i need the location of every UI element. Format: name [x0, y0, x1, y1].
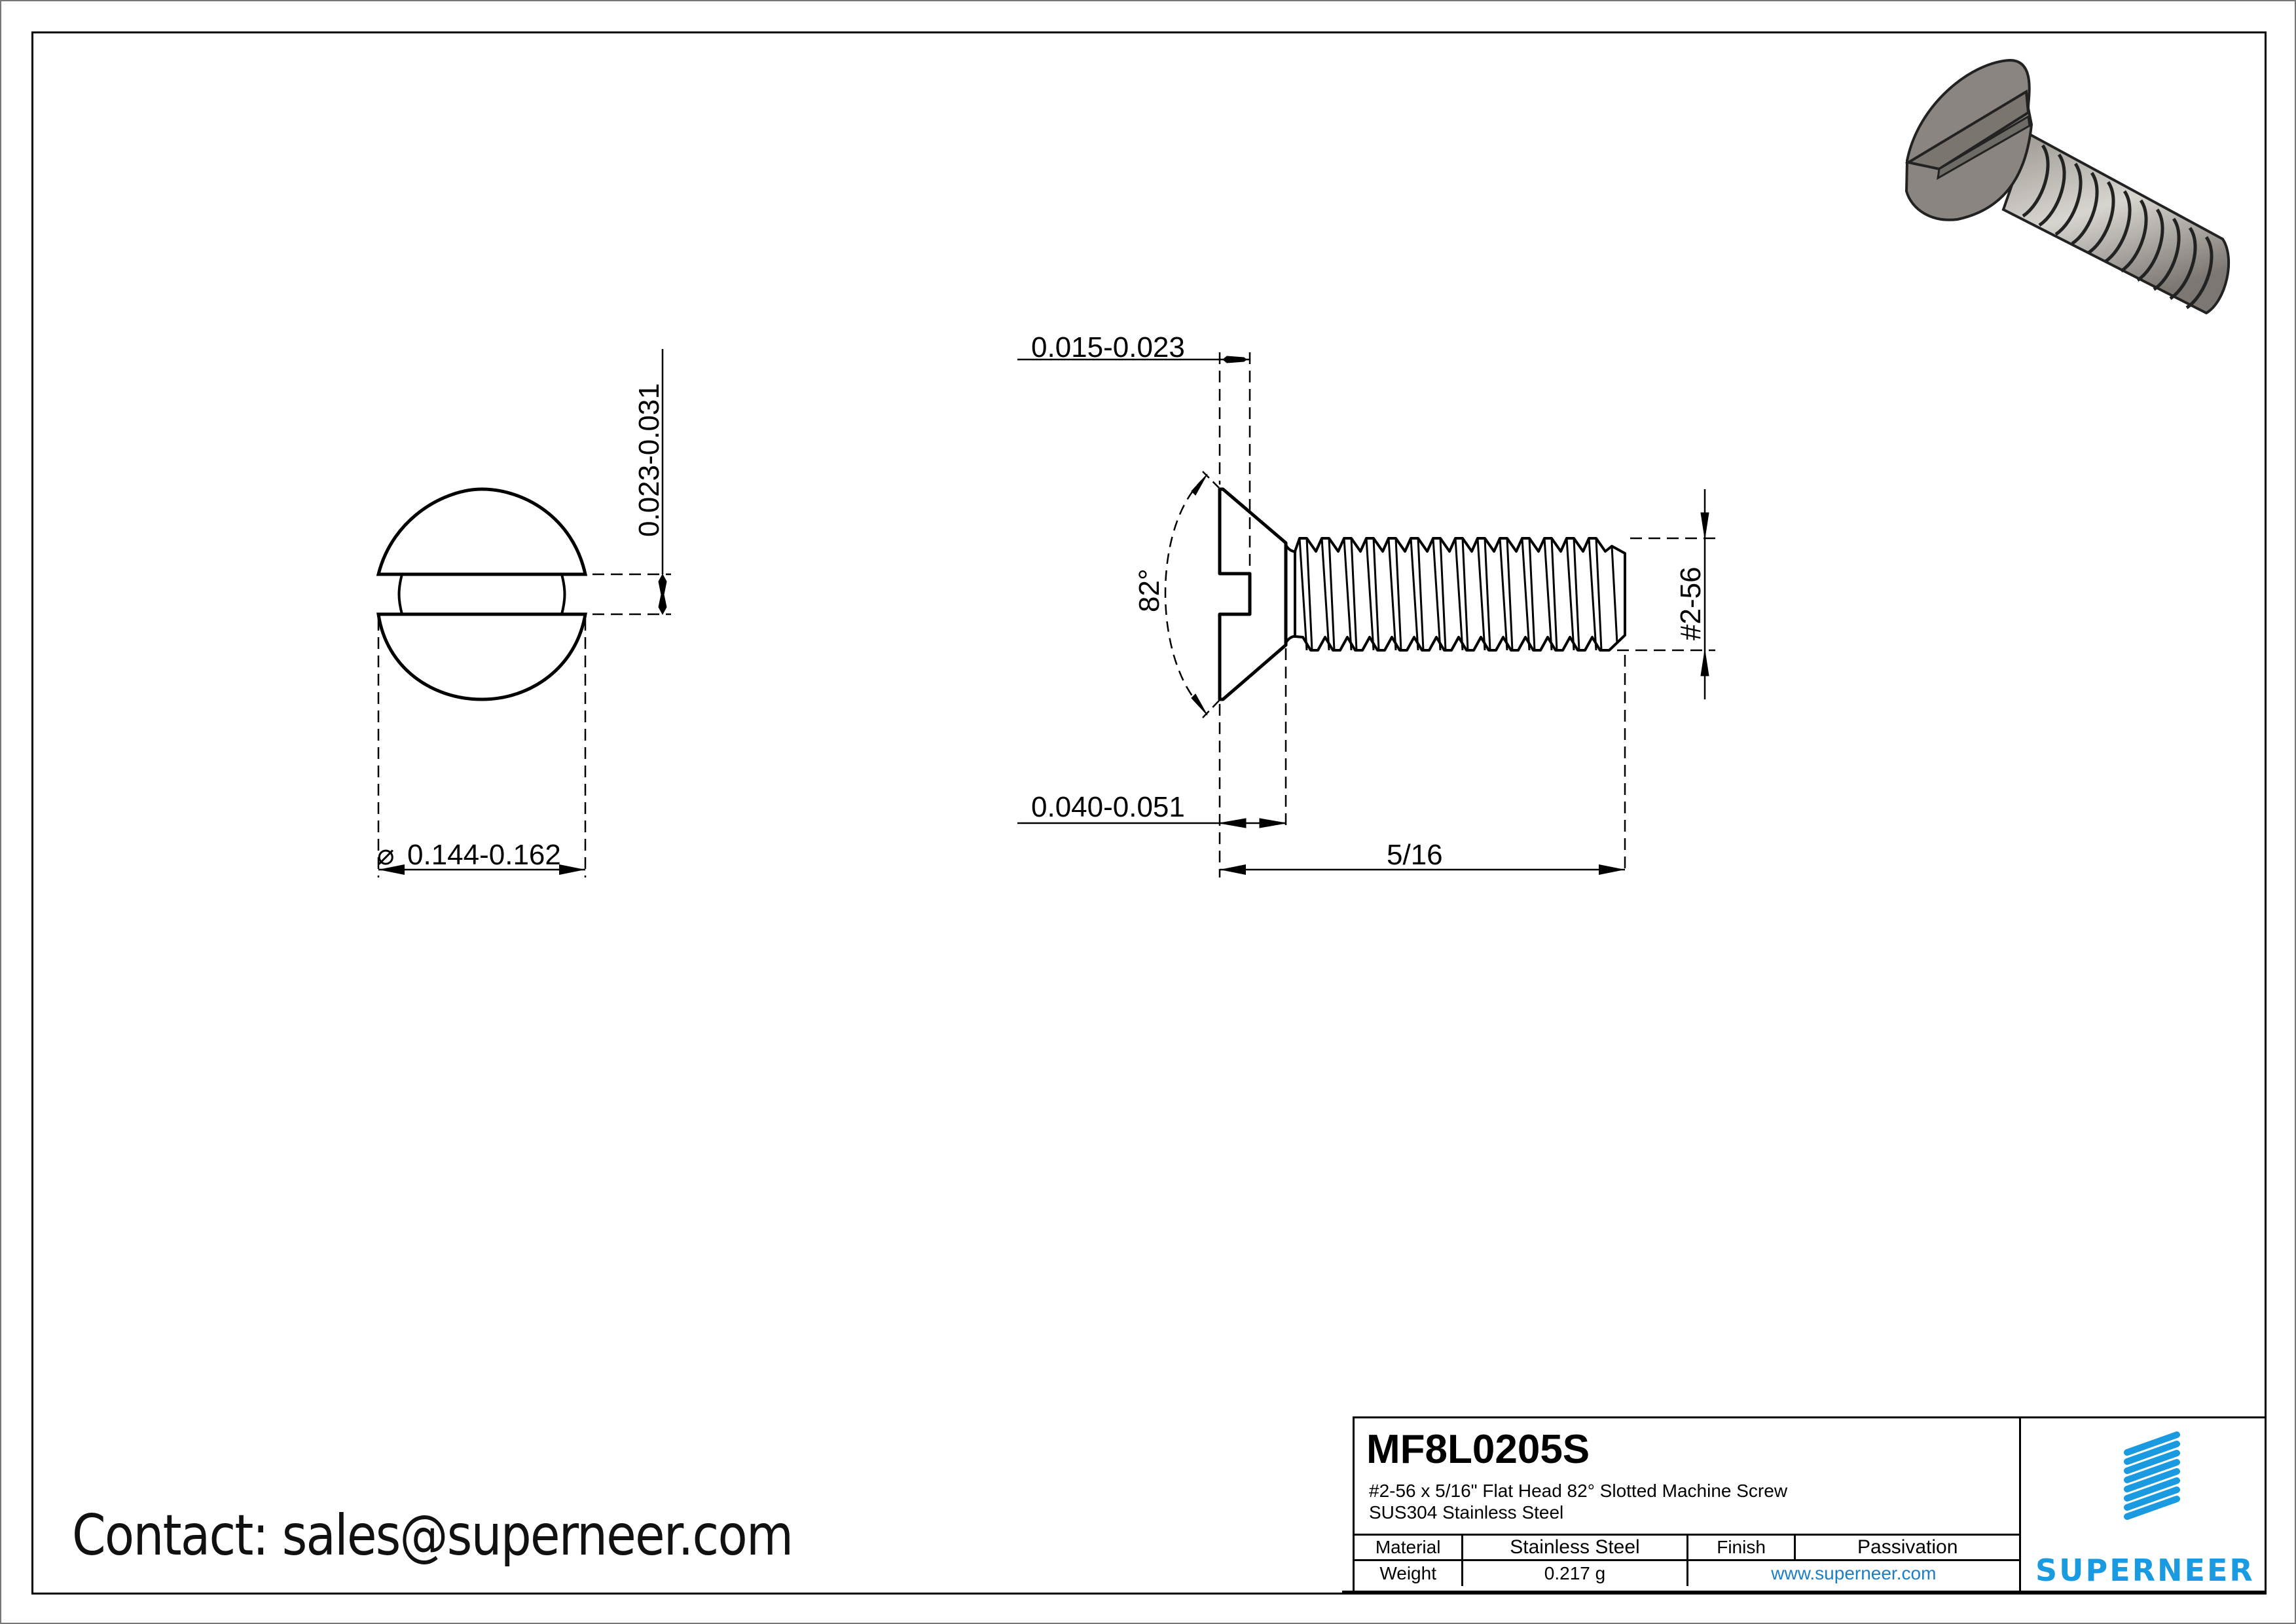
length-label: 5/16 — [1387, 839, 1443, 871]
material-label: Material — [1355, 1534, 1464, 1561]
thread-size-label: #2-56 — [1675, 566, 1707, 640]
finish-value: Passivation — [1794, 1534, 2021, 1561]
part-description: #2-56 x 5/16" Flat Head 82° Slotted Mach… — [1369, 1481, 1788, 1501]
striped-parallelogram-logo-icon — [2124, 1431, 2180, 1520]
slot-width-label: 0.015-0.023 — [1031, 331, 1185, 363]
properties-table: Material Stainless Steel Finish Passivat… — [1355, 1534, 2022, 1586]
table-row: Weight 0.217 g www.superneer.com — [1355, 1559, 2022, 1586]
top-view — [376, 349, 671, 877]
slot-depth-label: 0.023-0.031 — [633, 383, 665, 537]
head-height-label: 0.040-0.051 — [1031, 791, 1185, 823]
material-spec: SUS304 Stainless Steel — [1369, 1502, 1564, 1522]
diameter-symbol-icon: ⌀ — [377, 839, 395, 871]
contact-email: Contact: sales@superneer.com — [72, 1503, 793, 1568]
material-value: Stainless Steel — [1461, 1534, 1688, 1561]
head-profile — [1218, 487, 1288, 701]
head-top-half — [376, 487, 588, 576]
company-logo: SUPERNEER — [2019, 1418, 2267, 1593]
weight-label: Weight — [1355, 1559, 1464, 1586]
weight-value: 0.217 g — [1461, 1559, 1688, 1586]
side-view — [1017, 352, 1715, 877]
title-block-main: MF8L0205S #2-56 x 5/16" Flat Head 82° Sl… — [1355, 1418, 2021, 1536]
part-number: MF8L0205S — [1366, 1427, 1590, 1472]
drawing-frame — [31, 31, 2267, 1595]
head-diameter-label: 0.144-0.162 — [407, 839, 561, 871]
head-bottom-half — [376, 612, 587, 701]
title-block-bottom-rule — [1342, 1591, 2265, 1593]
company-name: SUPERNEER — [2035, 1553, 2255, 1588]
countersink-angle-label: 82° — [1133, 568, 1165, 612]
finish-label: Finish — [1686, 1534, 1796, 1561]
thread-body — [1294, 537, 1626, 652]
screw-3d-render-icon — [1904, 58, 2231, 315]
table-row: Material Stainless Steel Finish Passivat… — [1355, 1534, 2021, 1561]
website-link[interactable]: www.superneer.com — [1686, 1559, 2022, 1586]
title-block: MF8L0205S #2-56 x 5/16" Flat Head 82° Sl… — [1353, 1416, 2267, 1593]
